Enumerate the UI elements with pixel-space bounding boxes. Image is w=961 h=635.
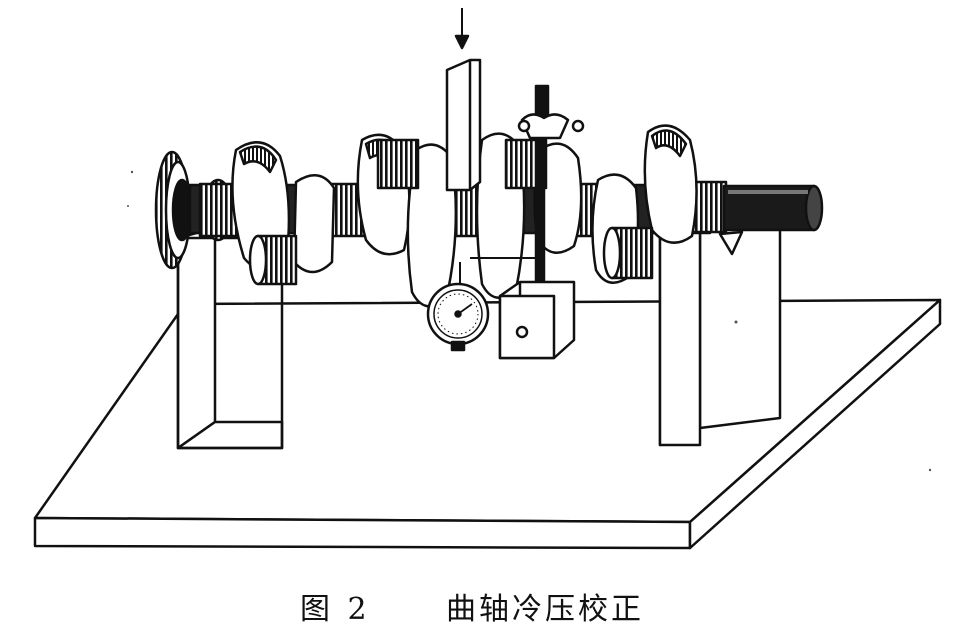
- figure-caption: 图 2 曲轴冷压校正: [0, 578, 961, 628]
- press-ram: [445, 58, 482, 192]
- crankshaft-straightening-illustration: [33, 8, 942, 550]
- clamp-fixture: [517, 84, 585, 140]
- magnetic-base: [498, 280, 576, 360]
- force-arrow-icon: [454, 8, 470, 50]
- crank-output-shaft: [718, 184, 824, 256]
- crank-pins: [248, 138, 654, 286]
- crank-flange: [154, 150, 193, 270]
- paper-specks: [127, 170, 932, 472]
- right-support-block: [658, 220, 782, 447]
- left-support-block: [176, 226, 284, 450]
- figure-number: 图 2: [300, 592, 371, 627]
- dial-indicator-icon: [426, 262, 490, 352]
- base-plate: [33, 298, 942, 550]
- figure-title: 曲轴冷压校正: [446, 592, 644, 627]
